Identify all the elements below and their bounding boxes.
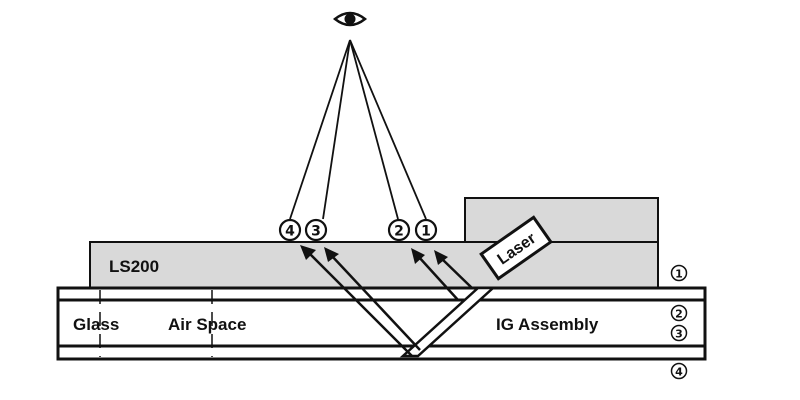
arrowhead-1 <box>434 250 448 265</box>
svg-text:3: 3 <box>311 224 321 240</box>
svg-text:4: 4 <box>675 366 683 379</box>
svg-text:2: 2 <box>394 224 404 240</box>
reflection-marker-1: 1 <box>414 218 438 242</box>
surface-marker-1: 1 <box>670 264 688 282</box>
surface-marker-4: 4 <box>670 362 688 380</box>
svg-text:2: 2 <box>675 308 683 321</box>
svg-text:1: 1 <box>421 224 431 240</box>
device-label: LS200 <box>109 257 159 276</box>
surface-marker-3: 3 <box>670 324 688 342</box>
arrowhead-3 <box>324 247 339 262</box>
arrowhead-2 <box>411 248 425 264</box>
svg-text:4: 4 <box>285 224 295 240</box>
arrowhead-4 <box>300 245 316 260</box>
sight-lines <box>289 39 427 220</box>
svg-text:1: 1 <box>675 268 683 281</box>
reflection-marker-2: 2 <box>387 218 411 242</box>
laser-beam-incoming <box>399 286 497 358</box>
laser-housing <box>464 197 659 243</box>
ig-assembly-label: IG Assembly <box>496 315 599 334</box>
ls200-device-body <box>89 241 659 289</box>
surface-marker-2: 2 <box>670 304 688 322</box>
svg-text:3: 3 <box>675 328 683 341</box>
reflected-beams <box>300 245 473 357</box>
air-space-label: Air Space <box>168 315 246 334</box>
eye-icon <box>332 11 368 27</box>
reflection-marker-4: 4 <box>278 218 302 242</box>
glass-label: Glass <box>73 315 119 334</box>
reflection-marker-3: 3 <box>304 218 328 242</box>
